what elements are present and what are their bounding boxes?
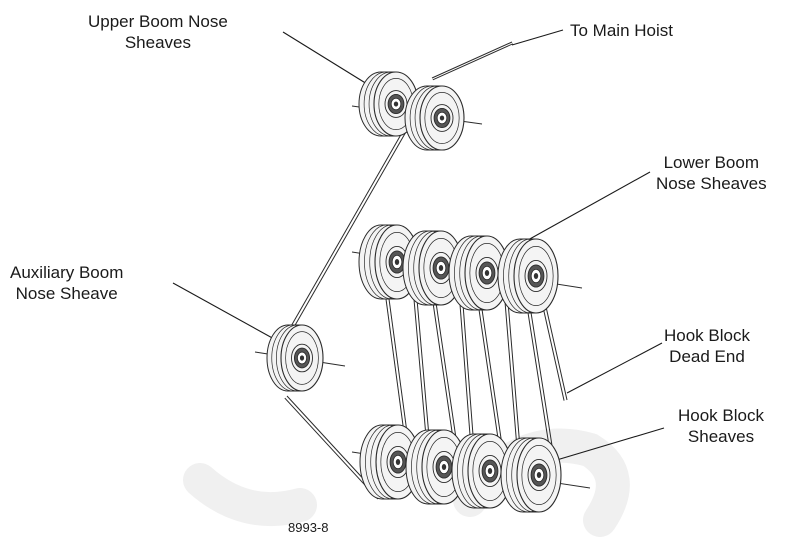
rope-to-main-hoist-b <box>432 43 514 81</box>
auxiliary-boom-sheave <box>266 324 324 392</box>
hook-block-sheave-1 <box>359 424 421 500</box>
lower-boom-nose-sheaves-label: Lower Boom Nose Sheaves <box>656 153 767 193</box>
hook-block-sheave-4 <box>500 437 562 513</box>
rope-to-main-hoist-a <box>431 41 513 79</box>
sheaves <box>266 71 562 513</box>
upper-boom-sheave-2 <box>404 85 465 151</box>
lower-boom-sheave-3 <box>448 235 510 311</box>
lower-boom-sheave-2 <box>402 230 464 306</box>
auxiliary-boom-nose-sheave-label: Auxiliary Boom Nose Sheave <box>10 263 124 303</box>
leader-to-main-hoist <box>511 29 564 46</box>
rope-aux-to-hook-b <box>284 397 379 500</box>
leader-auxiliary-boom <box>172 282 286 346</box>
leader-hook-block-dead-end <box>566 342 663 394</box>
lower-boom-sheave-4 <box>497 238 559 314</box>
hook-block-sheaves-label: Hook Block Sheaves <box>678 406 764 446</box>
leader-lower-boom <box>509 171 651 251</box>
upper-boom-nose-sheaves-label: Upper Boom Nose Sheaves <box>88 12 228 52</box>
leader-lines <box>172 29 665 463</box>
hook-block-sheave-2 <box>405 429 467 505</box>
leader-hook-block-sheaves <box>549 427 665 463</box>
leader-upper-boom <box>282 31 381 93</box>
hook-block-dead-end-label: Hook Block Dead End <box>664 326 750 366</box>
to-main-hoist-label: To Main Hoist <box>570 21 673 40</box>
figure-number: 8993-8 <box>288 520 329 535</box>
hook-block-sheave-3 <box>451 433 513 509</box>
